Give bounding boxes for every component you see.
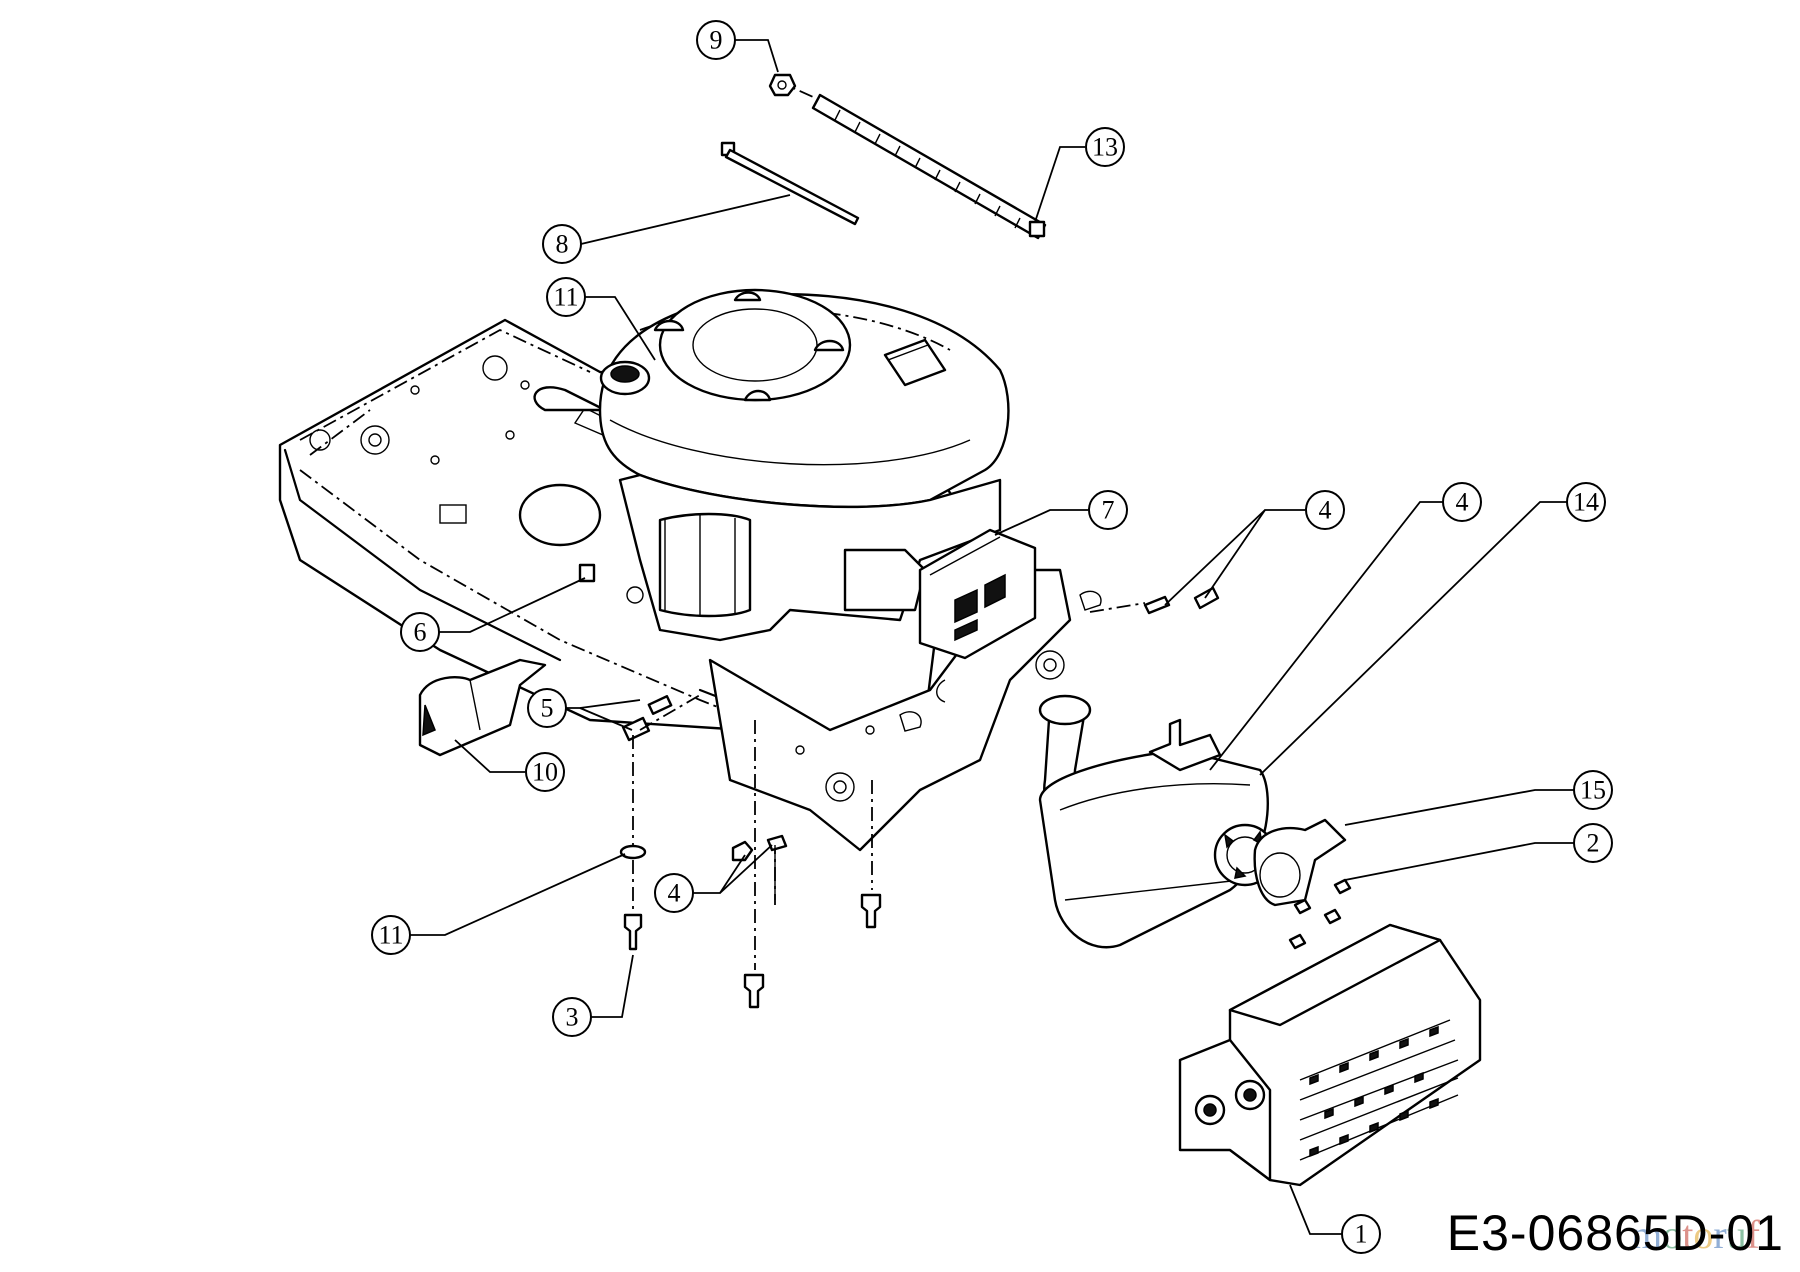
callout-14: 14 (1566, 482, 1606, 522)
svg-text:9: 9 (710, 26, 723, 55)
svg-text:15: 15 (1580, 776, 1606, 805)
nut-9 (768, 73, 797, 97)
svg-text:4: 4 (668, 879, 681, 908)
engine (598, 288, 1010, 642)
callout-1: 1 (1341, 1214, 1381, 1254)
callout-4-bracket: 4 (654, 873, 694, 913)
callout-7: 7 (1088, 490, 1128, 530)
callouts: 9 13 8 11 7 4 4 14 6 5 10 15 2 4 11 3 1 (371, 20, 1613, 1254)
svg-text:11: 11 (553, 283, 578, 312)
callout-2: 2 (1573, 823, 1613, 863)
svg-text:4: 4 (1319, 496, 1332, 525)
svg-text:2: 2 (1587, 829, 1600, 858)
spark-arrestor-15 (1253, 818, 1347, 907)
drawing-number: E3-06865D-01 (1446, 1205, 1784, 1261)
cable-tie-8 (720, 141, 860, 226)
callout-8: 8 (542, 224, 582, 264)
svg-text:14: 14 (1573, 488, 1599, 517)
callout-11-top: 11 (546, 277, 586, 317)
svg-text:1: 1 (1355, 1220, 1368, 1249)
air-filter-housing (918, 528, 1037, 660)
callout-10: 10 (525, 752, 565, 792)
svg-text:10: 10 (532, 758, 558, 787)
svg-text:4: 4 (1456, 488, 1469, 517)
muffler-guard-1 (1178, 923, 1482, 1187)
callout-13: 13 (1085, 127, 1125, 167)
svg-text:5: 5 (541, 694, 554, 723)
callout-3: 3 (552, 997, 592, 1037)
svg-text:7: 7 (1102, 496, 1115, 525)
callout-4-right: 4 (1305, 490, 1345, 530)
callout-11-lower: 11 (371, 915, 411, 955)
svg-text:6: 6 (414, 618, 427, 647)
heat-shield-10 (418, 658, 547, 757)
svg-text:3: 3 (566, 1003, 579, 1032)
rod-13 (774, 79, 1047, 240)
svg-text:11: 11 (378, 921, 403, 950)
callout-5: 5 (527, 688, 567, 728)
svg-text:13: 13 (1092, 133, 1118, 162)
callout-6: 6 (400, 612, 440, 652)
svg-text:8: 8 (556, 230, 569, 259)
watermark-logo: motoruf (1631, 1212, 1760, 1257)
callout-15: 15 (1573, 770, 1613, 810)
callout-9: 9 (696, 20, 736, 60)
muffler-14 (1038, 694, 1277, 949)
leader-lines (410, 39, 1586, 1235)
callout-4-muffler: 4 (1442, 482, 1482, 522)
